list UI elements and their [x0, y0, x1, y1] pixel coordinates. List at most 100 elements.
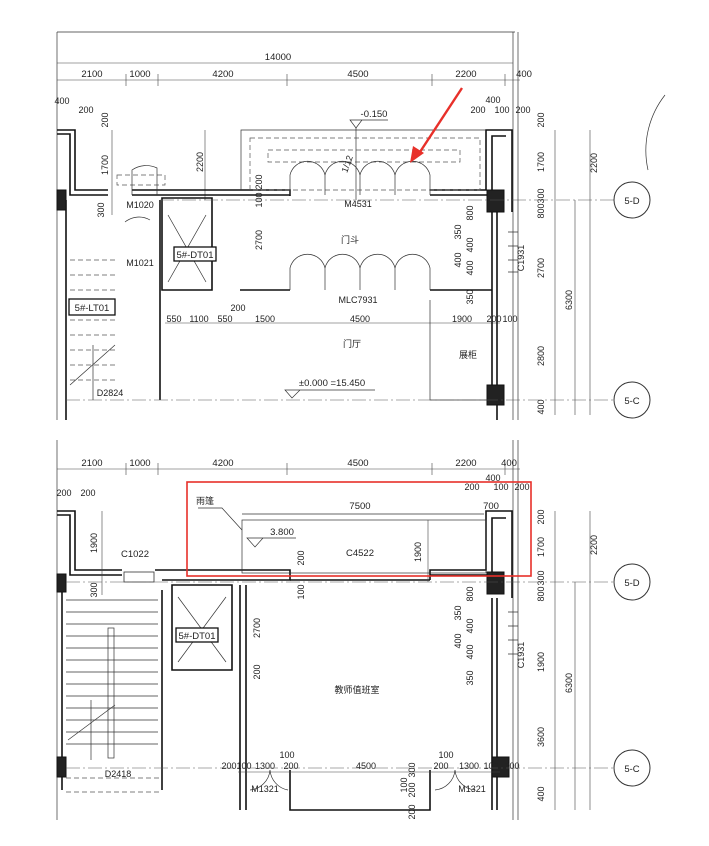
dimension: 200	[407, 782, 417, 797]
dimension: 100	[493, 482, 508, 492]
stair-treads	[69, 259, 116, 400]
dimension: 1000	[129, 69, 150, 80]
elevator-label: 5#-DT01	[177, 250, 214, 261]
dimension: 4500	[347, 69, 368, 80]
bottom-plan: 2100 1000 4200 4500 2200 400 200 200 400…	[56, 440, 651, 820]
dimension: 2700	[536, 258, 546, 278]
door-label: MLC7931	[338, 295, 377, 305]
door-swing-icon	[434, 769, 476, 791]
grid-bubble	[613, 563, 651, 601]
room-label-lobby: 门厅	[343, 338, 361, 350]
dimension: 100	[502, 314, 517, 324]
dimension: 3600	[536, 727, 546, 747]
grid-label: 5-D	[624, 196, 639, 207]
window-label: C4522	[346, 548, 374, 559]
dimension: 1700	[536, 152, 546, 172]
dimension: 200	[252, 664, 262, 679]
dimension: 200	[254, 174, 264, 189]
dimension: 200	[486, 314, 501, 324]
canopy-outline	[241, 519, 487, 574]
red-arrow-annotation	[410, 87, 464, 163]
window-label: C1022	[121, 549, 149, 560]
dimension: 7500	[349, 501, 370, 512]
dimension: 2200	[195, 152, 205, 172]
dimension: 400	[465, 260, 475, 275]
window-label: C1931	[516, 642, 526, 669]
room-label-vestibule: 门斗	[341, 234, 359, 246]
grid-bubble	[613, 749, 651, 787]
top-walls	[56, 129, 513, 420]
level-label: ±0.000 =15.450	[299, 378, 365, 389]
dimension: 6300	[564, 673, 574, 693]
grid-bubble	[613, 181, 651, 219]
dimension: 400	[453, 252, 463, 267]
elevation-label: -0.150	[361, 109, 388, 120]
dimension: 100	[399, 777, 409, 792]
dimension: 800	[465, 205, 475, 220]
door-swing-icon	[249, 769, 289, 791]
grid-label: 5-C	[624, 396, 639, 407]
door-swing-icon	[131, 165, 158, 195]
dimension: 6300	[564, 290, 574, 310]
dimension: 400	[54, 96, 69, 106]
dimension: 200	[283, 761, 298, 771]
dimension: 4500	[350, 314, 370, 324]
dimension: 4200	[212, 458, 233, 469]
dimension: 200	[407, 804, 417, 819]
dimension: 1900	[413, 542, 423, 562]
dimension: 400	[453, 633, 463, 648]
elevation-label: 3.800	[270, 527, 294, 538]
dimension: 800	[536, 586, 546, 601]
top-plan: 14000 2100 1000 4200 4500 2200 400 400 2…	[54, 31, 666, 420]
dimension: 300	[89, 582, 99, 597]
dimension: 2200	[455, 458, 476, 469]
dimension: 200	[78, 105, 93, 115]
stair-label: 5#-LT01	[75, 303, 110, 314]
overall-dimension: 14000	[265, 52, 291, 63]
dimension: 2200	[589, 535, 599, 555]
dimension: 1700	[536, 537, 546, 557]
dimension: 400	[485, 473, 500, 483]
dimension: 400	[465, 644, 475, 659]
dimension: 200	[536, 509, 546, 524]
dimension: 1300	[459, 761, 479, 771]
dimension: 300	[407, 762, 417, 777]
door-label: M1321	[458, 784, 486, 794]
door-label: M1321	[251, 784, 279, 794]
dimension: 700	[483, 501, 499, 512]
dimension: 200	[230, 303, 245, 313]
elevator-label: 5#-DT01	[179, 631, 216, 642]
window-label: C1931	[516, 245, 526, 272]
grid-label: 5-D	[624, 578, 639, 589]
dimension: 2700	[254, 230, 264, 250]
door-swing-icon	[289, 160, 431, 195]
elevation-marker-icon	[349, 119, 388, 129]
dimension: 400	[516, 69, 532, 80]
dimension: 200	[514, 482, 529, 492]
dimension: 400	[536, 786, 546, 801]
stair-treads	[66, 599, 160, 793]
dimension: 100	[438, 750, 453, 760]
room-label-showcase: 展柜	[459, 349, 477, 361]
dimension: 300	[536, 570, 546, 585]
dimension: 1900	[536, 652, 546, 672]
dimension: 200	[80, 488, 95, 498]
top-dimension-lines	[56, 31, 591, 420]
elevation-marker-icon	[246, 537, 296, 548]
dimension: 200	[296, 550, 306, 565]
dimension: 1100	[189, 314, 208, 324]
level-marker-icon	[284, 389, 375, 399]
dimension: 2800	[536, 346, 546, 366]
planter-outline	[116, 174, 166, 186]
dimension: 2700	[252, 618, 262, 638]
door-label: M4531	[344, 199, 372, 209]
dimension: 400	[485, 95, 500, 105]
dimension: 300	[96, 202, 106, 217]
dimension: 350	[465, 289, 475, 304]
dimension: 300	[536, 188, 546, 203]
dimension: 200	[56, 488, 71, 498]
dimension: 1900	[89, 533, 99, 553]
dimension: 4500	[347, 458, 368, 469]
dimension: 100	[483, 761, 498, 771]
grid-bubble	[613, 381, 651, 419]
